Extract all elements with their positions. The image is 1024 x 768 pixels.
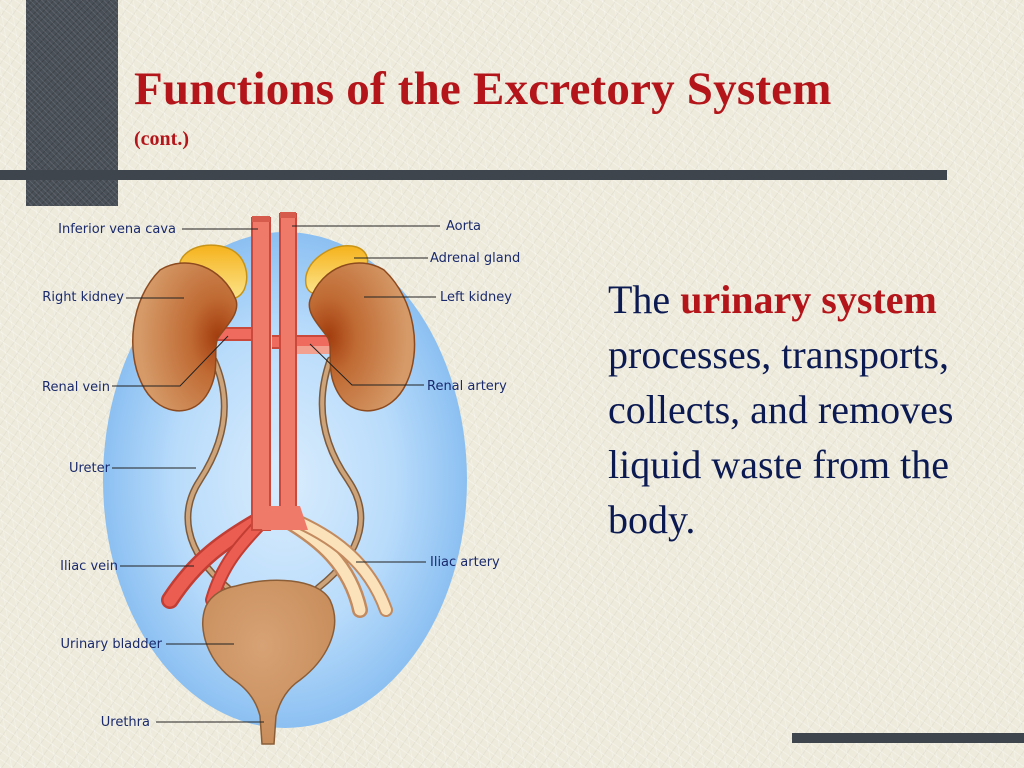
aorta-top-cap [280,212,296,218]
body-paragraph: The urinary system processes, transports… [608,272,1003,547]
left-kidney [308,262,416,412]
label-renal-vein: Renal vein [42,380,110,395]
label-ureter: Ureter [69,461,111,476]
leader-renal-artery [309,343,424,386]
body-highlight: urinary system [680,277,937,322]
label-iliac-artery: Iliac artery [430,555,500,570]
footer-rule [792,733,1024,743]
label-left-kidney: Left kidney [440,290,512,305]
right-kidney [132,262,238,412]
leader-renal-vein [112,335,229,387]
label-aorta: Aorta [446,219,481,234]
label-urethra: Urethra [101,715,150,730]
label-inferior-vena-cava: Inferior vena cava [58,222,176,237]
body-lead: The [608,277,681,322]
inferior-vena-cava [251,217,271,531]
label-iliac-vein: Iliac vein [60,559,118,574]
label-right-kidney: Right kidney [42,290,124,305]
label-renal-artery: Renal artery [427,379,507,394]
slide-subtitle: (cont.) [134,128,189,150]
aortic-bifurcation [262,506,308,530]
label-urinary-bladder: Urinary bladder [60,637,162,652]
label-adrenal-gland: Adrenal gland [430,251,520,266]
urinary-bladder [202,579,336,745]
urinary-system-diagram: Inferior vena cava Aorta Adrenal gland R… [42,212,520,745]
aorta [279,213,297,525]
title-divider-rule [0,170,947,180]
slide-title: Functions of the Excretory System [134,63,832,115]
body-rest: processes, transports, collects, and rem… [608,332,954,542]
ivc-top-cap [252,216,270,222]
